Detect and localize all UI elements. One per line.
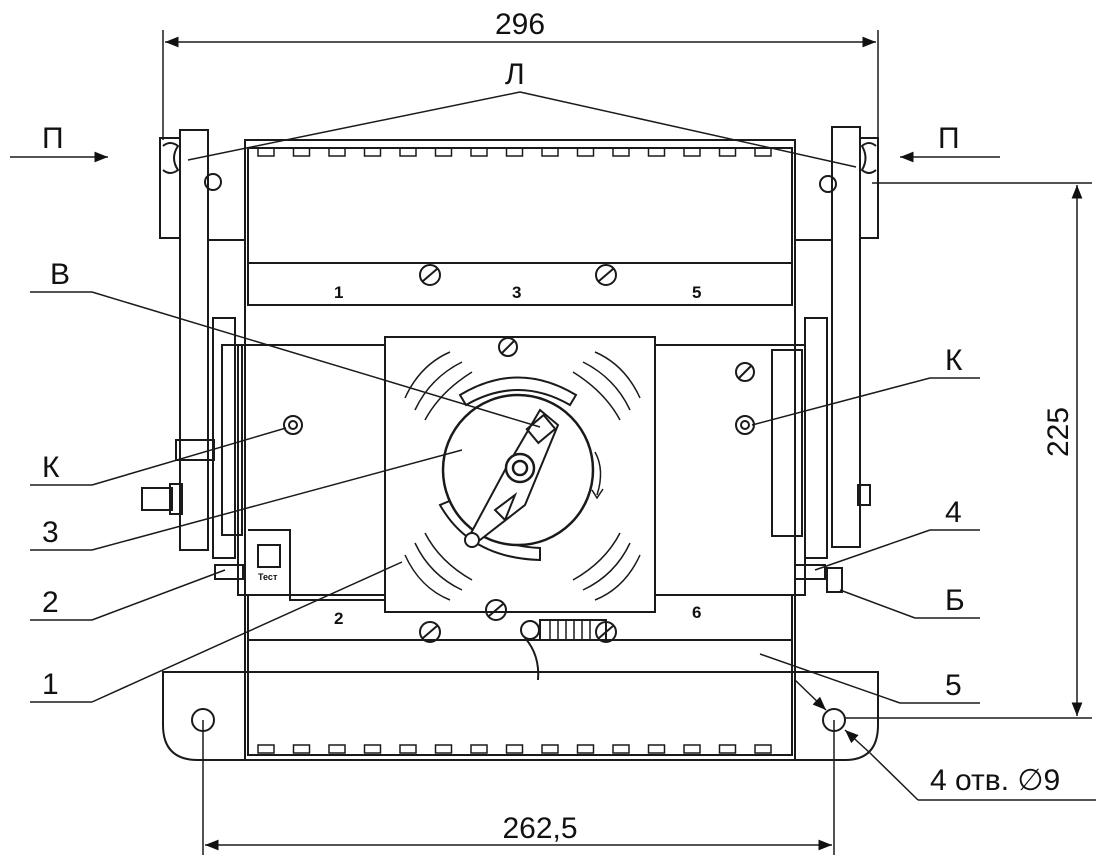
vent-slot (505, 744, 524, 754)
test-button-label: Тест (258, 572, 278, 582)
vent-slot (434, 147, 453, 157)
vent-slot (612, 744, 630, 754)
dimension-296: 296 (162, 8, 879, 140)
front-panel (384, 336, 656, 621)
terminal-5: 5 (692, 283, 701, 302)
holes-callout: 4 отв. ∅9 (794, 679, 1096, 801)
terminal-1: 1 (334, 283, 343, 302)
callout-k-right: К (945, 344, 963, 377)
vent-slot (292, 744, 311, 754)
vent-slot (647, 147, 666, 157)
vent-slot (328, 744, 346, 754)
callout-v: В (50, 258, 70, 291)
callout-p-left: П (42, 122, 64, 155)
vent-slot (541, 744, 559, 754)
vent-slot (541, 147, 559, 157)
bottom-connector (520, 619, 607, 681)
vent-slot (363, 744, 382, 754)
contact-b (826, 567, 843, 593)
vent-slot (328, 147, 346, 157)
vent-slot (399, 744, 417, 754)
vent-slot (683, 147, 701, 157)
vent-slot (399, 147, 417, 157)
terminal-2: 2 (334, 609, 343, 628)
dim-296-label: 296 (495, 8, 545, 41)
terminal-6: 6 (692, 603, 701, 622)
vent-slot (434, 744, 453, 754)
vent-slots (257, 147, 772, 754)
right-rail (771, 126, 879, 593)
dim-225-label: 225 (1042, 407, 1075, 457)
vent-slot (257, 147, 275, 157)
leader-lines (10, 91, 1000, 704)
dim-262-5-label: 262,5 (502, 812, 577, 845)
vent-slot (470, 744, 488, 754)
callout-2: 2 (42, 586, 59, 619)
terminal-3: 3 (512, 283, 521, 302)
k-contacts (283, 415, 755, 435)
vent-slot (718, 147, 737, 157)
vent-slot (754, 744, 772, 754)
callout-l: Л (505, 58, 525, 91)
callout-4: 4 (945, 496, 962, 529)
vent-slot (363, 147, 382, 157)
callout-5: 5 (945, 669, 962, 702)
callout-b: Б (945, 584, 965, 617)
dimension-262-5: 262,5 (202, 720, 835, 855)
test-button[interactable]: Тест (248, 529, 385, 601)
vent-slot (505, 147, 524, 157)
callout-k-left: К (42, 451, 60, 484)
vent-slot (718, 744, 737, 754)
vent-slot (612, 147, 630, 157)
vent-slot (470, 147, 488, 157)
vent-slot (292, 147, 311, 157)
callout-p-right: П (938, 122, 960, 155)
left-rail (141, 129, 245, 580)
dimension-225: 225 (845, 182, 1092, 719)
terminal-screws (419, 264, 755, 643)
vent-slot (754, 147, 772, 157)
callout-1: 1 (42, 668, 59, 701)
vent-slot (576, 147, 595, 157)
vent-slot (576, 744, 595, 754)
vent-slot (257, 744, 275, 754)
callout-3: 3 (42, 516, 59, 549)
vent-slot (647, 744, 666, 754)
holes-note-label: 4 отв. ∅9 (930, 764, 1060, 797)
vent-slot (683, 744, 701, 754)
